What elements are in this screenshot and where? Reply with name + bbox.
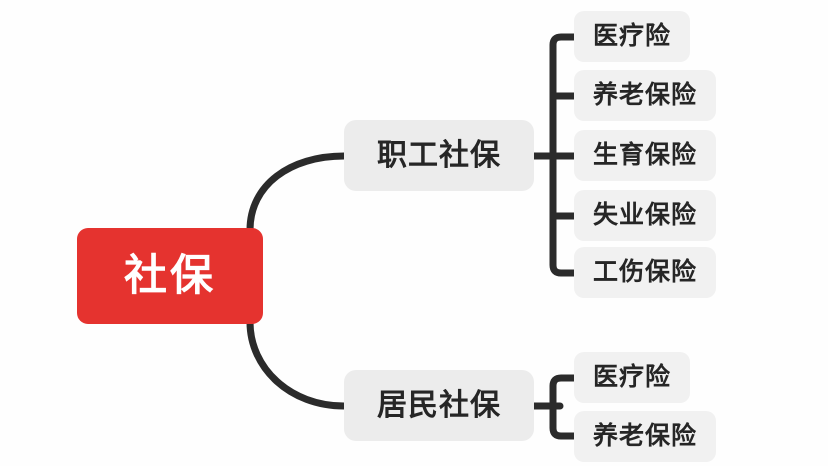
leaf-node-label: 养老保险 bbox=[592, 422, 697, 450]
leaf-node-employee-unemployment[interactable]: 失业保险 bbox=[574, 190, 716, 241]
leaf-node-label: 生育保险 bbox=[592, 141, 697, 169]
root-node-social-security[interactable]: 社保 bbox=[77, 228, 263, 324]
branch-node-label: 职工社保 bbox=[377, 138, 501, 172]
leaf-node-label: 医疗险 bbox=[592, 363, 671, 391]
connector-root-to-resident bbox=[246, 318, 348, 410]
leaf-node-label: 养老保险 bbox=[592, 81, 697, 109]
leaf-node-label: 失业保险 bbox=[592, 201, 697, 229]
root-node-label: 社保 bbox=[124, 251, 216, 300]
leaf-node-label: 工伤保险 bbox=[592, 258, 697, 286]
bracket-spine-resident bbox=[549, 374, 578, 440]
leaf-node-employee-work-injury[interactable]: 工伤保险 bbox=[574, 247, 716, 298]
leaf-node-resident-medical[interactable]: 医疗险 bbox=[574, 352, 690, 403]
branch-node-employee-social-security[interactable]: 职工社保 bbox=[344, 120, 534, 191]
leaf-node-label: 医疗险 bbox=[592, 22, 671, 50]
connector-root-to-employee bbox=[246, 152, 348, 234]
leaf-node-resident-pension[interactable]: 养老保险 bbox=[574, 411, 716, 462]
branch-node-label: 居民社保 bbox=[377, 388, 501, 422]
leaf-node-employee-maternity[interactable]: 生育保险 bbox=[574, 130, 716, 181]
leaf-node-employee-medical[interactable]: 医疗险 bbox=[574, 11, 690, 62]
leaf-node-employee-pension[interactable]: 养老保险 bbox=[574, 70, 716, 121]
bracket-spine-employee bbox=[549, 33, 578, 277]
branch-node-resident-social-security[interactable]: 居民社保 bbox=[344, 370, 534, 441]
